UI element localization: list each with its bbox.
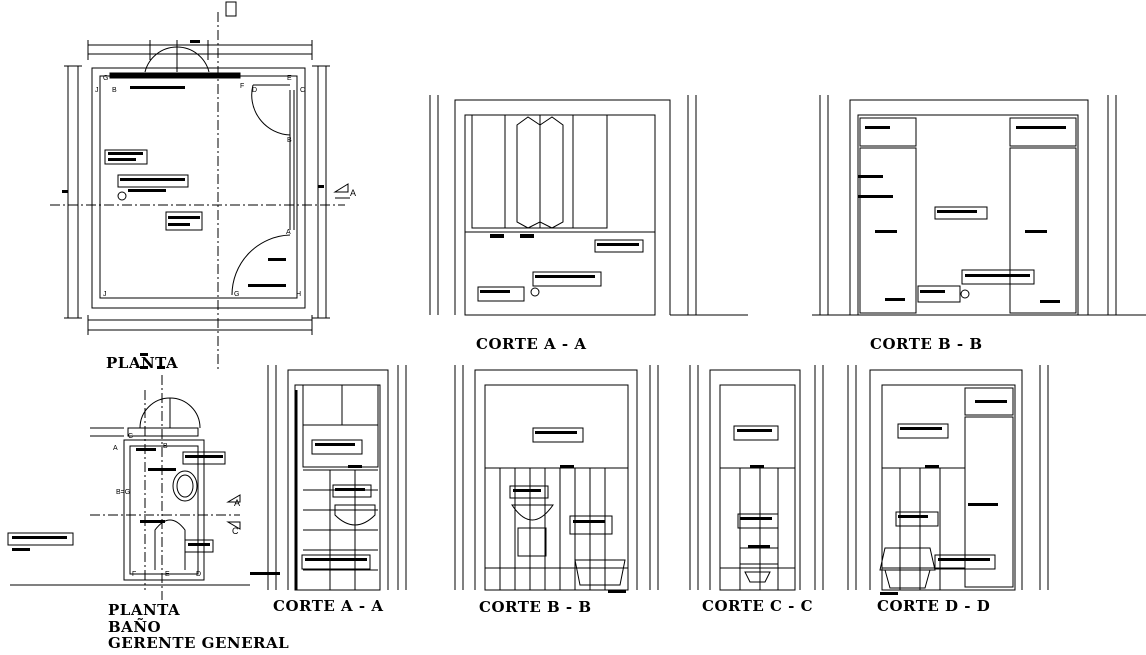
main-floor-plan [50, 1, 350, 370]
plan-marker-label: B [287, 137, 292, 144]
plan-marker-label: C [300, 87, 305, 94]
top-section-bb [812, 95, 1146, 316]
plan-marker-label: F [240, 83, 244, 90]
bottom-section-bb [454, 365, 659, 593]
plan-marker-label: E [287, 75, 292, 82]
title-planta-bano-line3: GERENTE GENERAL [108, 634, 290, 652]
bath-marker-label: F [132, 571, 136, 578]
bath-marker-label: B [163, 443, 168, 450]
bath-marker-label: B=G [116, 489, 130, 496]
plan-marker-label: G [103, 75, 108, 82]
title-corte-dd-bottom: CORTE D - D [877, 597, 991, 615]
bath-marker-label: A [113, 445, 118, 452]
title-corte-aa-top: CORTE A - A [476, 335, 587, 353]
plan-marker-label: J [95, 87, 99, 94]
bath-floor-plan [7, 366, 250, 600]
title-corte-aa-bottom: CORTE A - A [273, 597, 384, 615]
section-arrow-label: A [234, 498, 240, 508]
top-section-aa [429, 95, 748, 316]
bath-marker-label: D [196, 571, 201, 578]
bottom-section-aa [250, 365, 407, 591]
section-arrow-label: A [350, 188, 356, 198]
plan-marker-label: B [112, 87, 117, 94]
bath-marker-label: E [165, 571, 170, 578]
bottom-section-dd [847, 365, 1049, 595]
title-planta-bano-line1: PLANTA [108, 601, 181, 619]
title-corte-bb-bottom: CORTE B - B [479, 598, 592, 616]
section-arrow-label: C [232, 526, 239, 536]
plan-marker-label: A [286, 229, 291, 236]
plan-marker-label: D [252, 87, 257, 94]
title-corte-bb-top: CORTE B - B [870, 335, 983, 353]
title-planta-bano-line2: BAÑO [108, 618, 162, 636]
plan-marker-label: G [234, 291, 239, 298]
title-planta: PLANTA [106, 354, 179, 372]
bottom-section-cc [689, 365, 824, 591]
bath-marker-label: C [128, 433, 133, 440]
title-corte-cc-bottom: CORTE C - C [702, 597, 814, 615]
plan-marker-label: H [296, 291, 301, 298]
plan-marker-label: J [103, 291, 107, 298]
